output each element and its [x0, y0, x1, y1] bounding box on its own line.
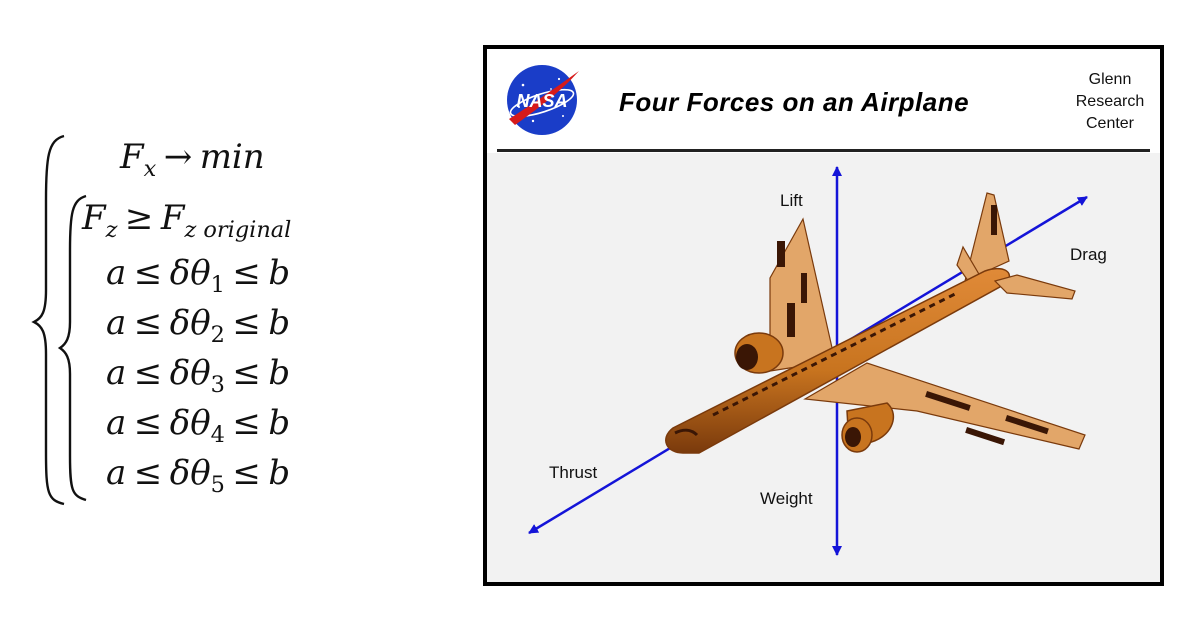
org-line-3: Center: [1085, 115, 1135, 132]
org-line-1: Glenn: [1088, 71, 1132, 88]
inner-brace: [57, 194, 87, 502]
right-wing: [803, 362, 1086, 450]
bound-equation-2: a≤δθ2≤b: [106, 303, 291, 348]
logo-text: NASA: [516, 91, 567, 111]
left-engine: [734, 332, 784, 374]
bound-equation-5: a≤δθ5≤b: [106, 453, 291, 498]
logo-chevron: [509, 71, 579, 125]
org-line-2: Research: [1075, 93, 1145, 110]
nasa-logo: NASA: [507, 65, 579, 135]
objective-equation: Fx→min: [120, 137, 265, 182]
lift-constraint-equation: Fz≥Fz original: [82, 198, 292, 243]
four-forces-diagram: NASA Four Forces on an Airplane Glenn Re…: [483, 45, 1164, 586]
horizontal-stabilizer: [993, 274, 1076, 300]
airplane-scene: Lift Drag Thrust Weight: [487, 153, 1160, 582]
weight-label: Weight: [760, 489, 813, 508]
bound-equation-4: a≤δθ4≤b: [106, 403, 291, 448]
diagram-title: Four Forces on an Airplane: [619, 87, 970, 117]
drag-label: Drag: [1070, 245, 1107, 264]
equation-braces: [31, 134, 87, 506]
header-divider: [497, 149, 1150, 152]
lift-label: Lift: [780, 191, 803, 210]
organization-name: Glenn Research Center: [1067, 69, 1153, 135]
bound-equation-3: a≤δθ3≤b: [106, 353, 291, 398]
thrust-label: Thrust: [549, 463, 598, 482]
bound-equation-1: a≤δθ1≤b: [106, 253, 291, 298]
outer-brace: [31, 134, 65, 506]
right-engine: [841, 402, 895, 453]
airplane-illustration: [528, 166, 1088, 556]
equation-system: Fx→min Fz≥Fz original a≤δθ1≤b a≤δθ2≤b a≤…: [0, 0, 440, 628]
